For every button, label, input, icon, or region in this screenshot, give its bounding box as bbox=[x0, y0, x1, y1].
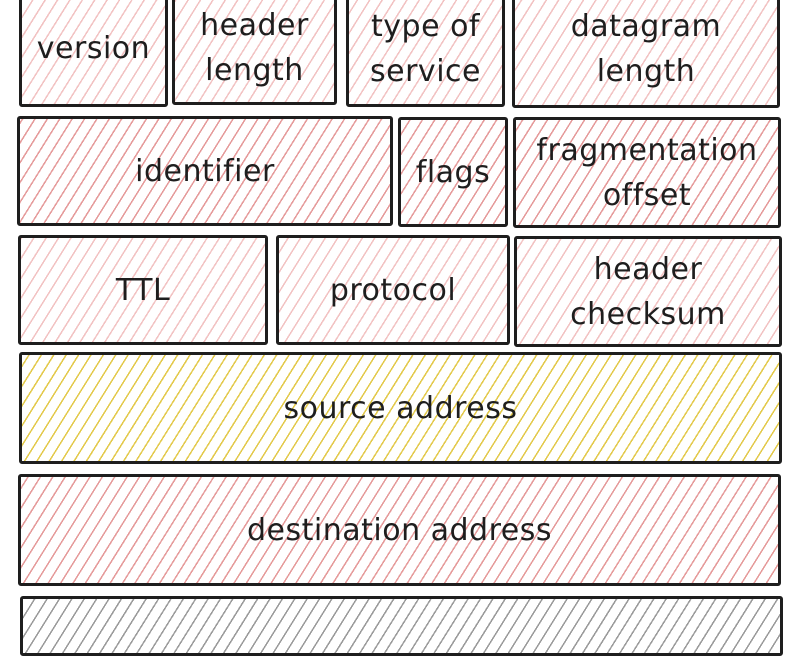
field-protocol: protocol bbox=[276, 235, 510, 345]
field-fragmentation-offset: fragmentation offset bbox=[513, 117, 781, 228]
field-flags: flags bbox=[398, 117, 508, 227]
field-version: version bbox=[19, 0, 168, 107]
field-ttl: TTL bbox=[18, 235, 268, 345]
field-header-checksum: header checksum bbox=[514, 236, 782, 347]
field-next-clipped bbox=[20, 596, 783, 656]
field-datagram-length: datagram length bbox=[512, 0, 780, 108]
field-destination-address: destination address bbox=[18, 474, 781, 586]
field-type-of-service: type of service bbox=[346, 0, 505, 107]
ip-datagram-diagram: version header length type of service da… bbox=[17, 0, 783, 656]
field-source-address: source address bbox=[19, 352, 782, 464]
field-identifier: identifier bbox=[17, 116, 393, 226]
field-header-length: header length bbox=[172, 0, 337, 105]
